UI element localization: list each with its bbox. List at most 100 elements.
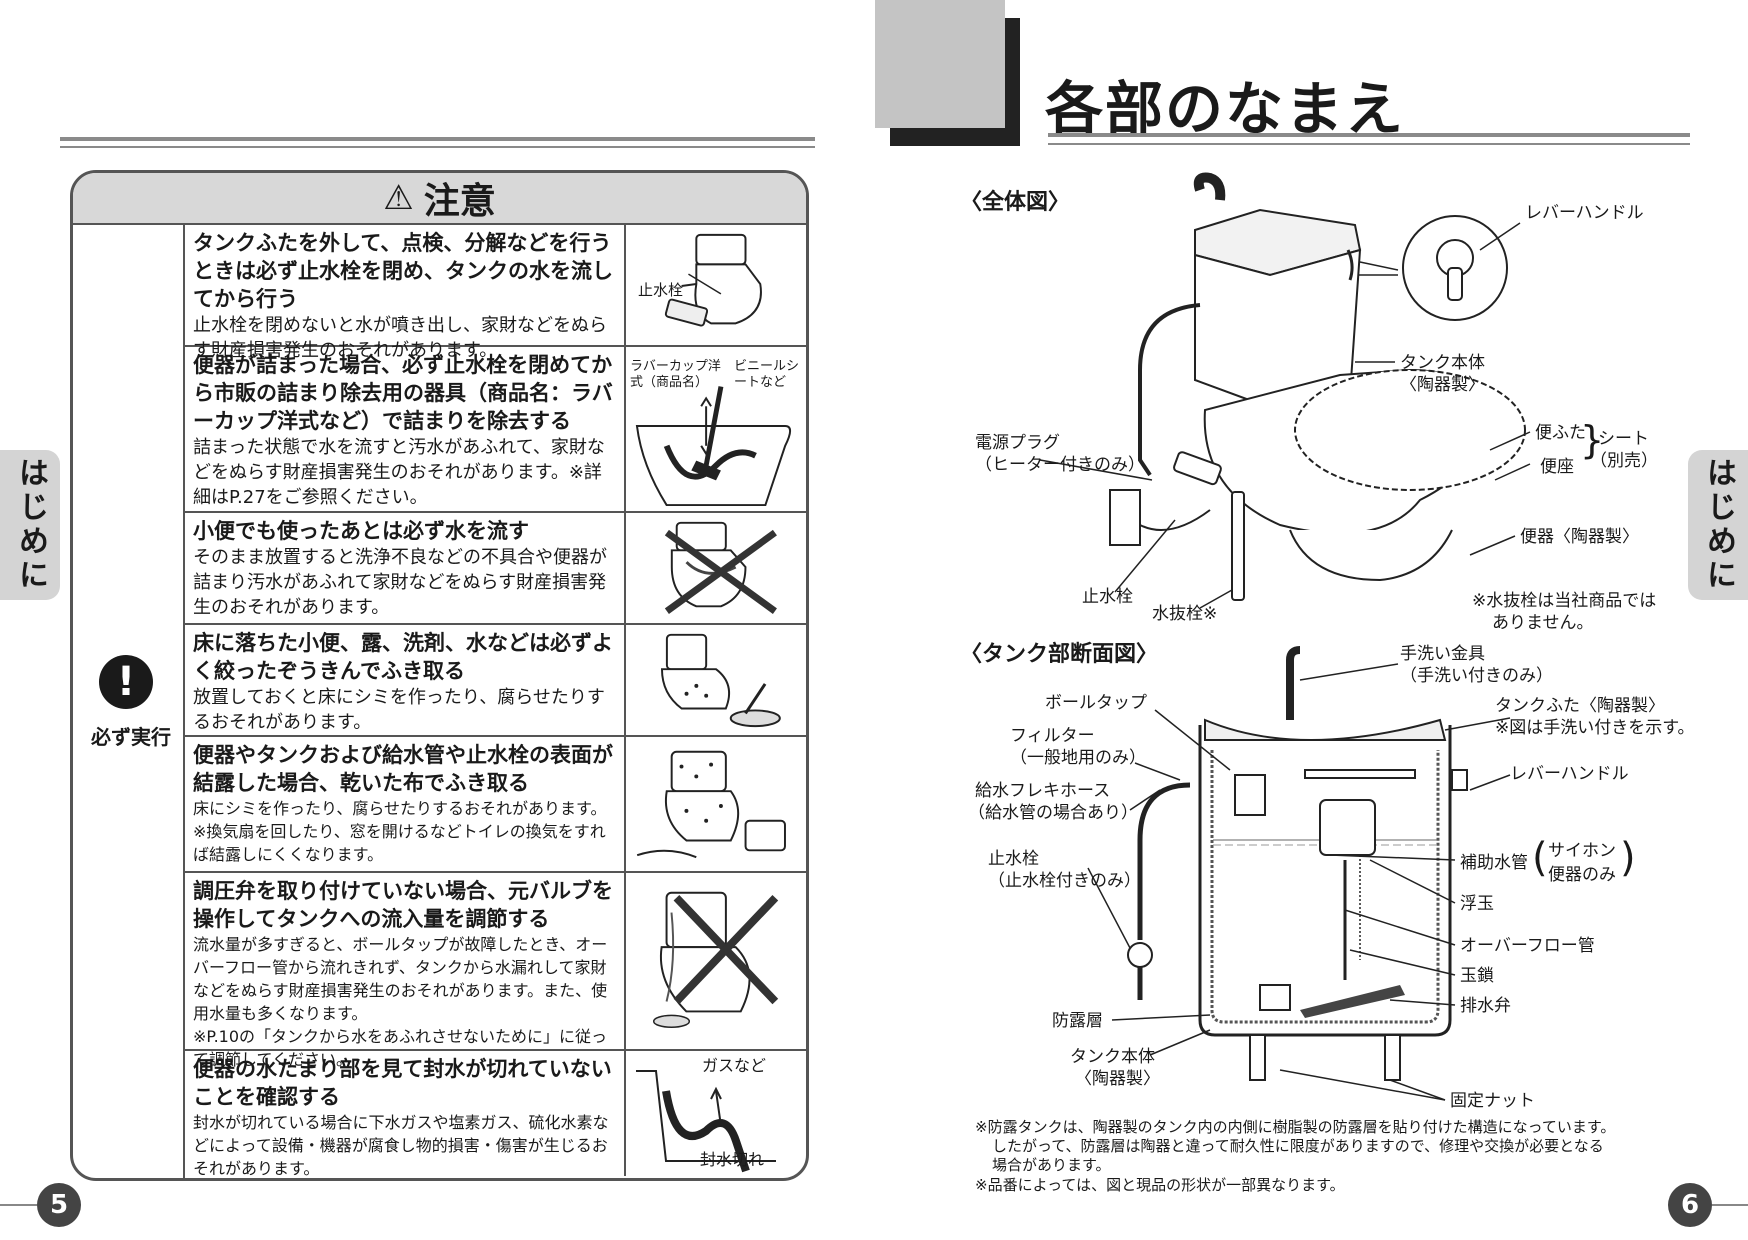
header-rule-top: [60, 137, 815, 141]
label-lever-handle: レバーハンドル: [1525, 203, 1644, 223]
label-tank-body-sub: 〈陶器製〉: [1400, 375, 1485, 395]
must-do-label: 必ず実行: [91, 725, 171, 749]
label-tank-lid: タンクふた〈陶器製〉: [1495, 696, 1665, 716]
row-heading: 便器の水たまり部を見て封水が切れていないことを確認する: [193, 1057, 612, 1109]
pic-label-stopcock: 止水栓: [638, 281, 684, 299]
page-number-left: 5: [37, 1183, 81, 1227]
side-tab-right: はじめに: [1688, 450, 1748, 600]
row-illustration: [624, 737, 806, 871]
label-power-plug-sub: （ヒーター付きのみ）: [975, 455, 1145, 475]
title-rule-bottom: [1048, 143, 1690, 145]
label-flapper: 排水弁: [1460, 996, 1511, 1016]
label-siphon-2: 便器のみ: [1548, 865, 1616, 885]
row-body: 床にシミを作ったり、腐らせたりするおそれがあります。: [193, 799, 607, 818]
label-seat-group-sub: （別売）: [1590, 451, 1658, 471]
footer-line-left: [0, 1204, 37, 1206]
row-body: 詰まった状態で水を流すと汚水があふれて、家財などをぬらす財産損害発生のおそれがあ…: [193, 437, 605, 508]
footnote-4: ※品番によっては、図と現品の形状が一部異なります。: [975, 1176, 1345, 1194]
label-seat: 便座: [1540, 457, 1574, 477]
row-body: 止水栓を閉めないと水が噴き出し、家財などをぬらす財産損害発生のおそれがあります。: [193, 315, 607, 361]
page-title: 各部のなまえ: [1045, 75, 1406, 143]
pic-label-plunger: ラバーカップ洋式（商品名）: [630, 359, 721, 390]
seat-brace: }: [1580, 418, 1605, 462]
toilet-overview-drawing: [1109, 172, 1526, 601]
row-body-note: ※換気扇を回したり、窓を開けるなどトイレの換気をすれば結露しにくくなります。: [193, 822, 606, 864]
label-tank-body-2-sub: 〈陶器製〉: [1075, 1069, 1160, 1089]
label-fixing-nut: 固定ナット: [1450, 1091, 1535, 1111]
tank-cross-section-drawing: [1127, 646, 1468, 1081]
row-illustration: ガスなど 封水切れ: [624, 1051, 806, 1176]
row-body: 封水が切れている場合に下水ガスや塩素ガス、硫化水素などによって設備・機器が腐食し…: [193, 1113, 609, 1178]
siphon-paren-close: ): [1620, 835, 1636, 881]
label-filter: フィルター: [1010, 726, 1095, 746]
row-illustration: 止水栓: [624, 225, 806, 345]
lever-handle-zoom: [1402, 215, 1508, 321]
header-rule-bottom: [60, 146, 815, 148]
label-float: 浮玉: [1460, 894, 1494, 914]
label-siphon-1: サイホン: [1548, 841, 1616, 861]
caution-row-7: 便器の水たまり部を見て封水が切れていないことを確認する 封水が切れている場合に下…: [185, 1051, 806, 1178]
footnote-2: したがって、防露層は陶器と違って耐久性に限度がありますので、修理や交換が必要とな…: [992, 1137, 1604, 1155]
label-supply-hose-sub: （給水管の場合あり）: [968, 803, 1138, 823]
footnote-1: ※防露タンクは、陶器製のタンク内の内側に樹脂製の防露層を貼り付けた構造になってい…: [975, 1118, 1616, 1136]
title-rule-top: [1048, 133, 1690, 137]
footer-line-right: [1712, 1204, 1748, 1206]
caution-row-4: 床に落ちた小便、露、洗剤、水などは必ずよく絞ったぞうきんでふき取る 放置しておく…: [185, 625, 806, 737]
row-illustration: [624, 625, 806, 735]
footnote-3: 場合があります。: [992, 1156, 1111, 1174]
label-faucet-sub: （手洗い付きのみ）: [1400, 666, 1553, 686]
side-tab-left: はじめに: [0, 450, 60, 600]
warning-triangle-icon: ⚠: [383, 178, 414, 218]
title-block: [875, 0, 1005, 128]
label-stopcock-2: 止水栓: [988, 849, 1039, 869]
label-faucet: 手洗い金具: [1400, 644, 1485, 664]
label-chain: 玉鎖: [1460, 966, 1494, 986]
label-bowl: 便器〈陶器製〉: [1520, 527, 1639, 547]
label-tank-body-2: タンク本体: [1070, 1047, 1155, 1067]
label-lid: 便ふた: [1535, 423, 1586, 443]
drain-note-line1: ※水抜栓は当社商品では: [1472, 591, 1657, 611]
row-heading: 便器やタンクおよび給水管や止水栓の表面が結露した場合、乾いた布でふき取る: [193, 743, 613, 795]
row-heading: 小便でも使ったあとは必ず水を流す: [193, 519, 529, 543]
label-seat-group: シート: [1598, 429, 1649, 449]
label-stopcock: 止水栓: [1082, 587, 1133, 607]
row-heading: タンクふたを外して、点検、分解などを行うときは必ず止水栓を閉め、タンクの水を流し…: [193, 231, 613, 311]
label-lever-handle-2: レバーハンドル: [1510, 764, 1629, 784]
row-heading: 調圧弁を取り付けていない場合、元バルブを操作してタンクへの流入量を調節する: [193, 879, 613, 931]
caution-row-5: 便器やタンクおよび給水管や止水栓の表面が結露した場合、乾いた布でふき取る 床にシ…: [185, 737, 806, 873]
caution-row-1: タンクふたを外して、点検、分解などを行うときは必ず止水栓を閉め、タンクの水を流し…: [185, 225, 806, 361]
label-drain: 水抜栓※: [1152, 604, 1218, 624]
section-tank-cross-section: 〈タンク部断面図〉: [960, 642, 1159, 667]
siphon-paren-open: (: [1532, 835, 1548, 881]
must-do-column: ! 必ず実行: [73, 225, 185, 1178]
page-number-right: 6: [1668, 1183, 1712, 1227]
row-body: 放置しておくと床にシミを作ったり、腐らせたりするおそれがあります。: [193, 687, 605, 733]
row-body: 流水量が多すぎると、ボールタップが故障したとき、オーバーフロー管から流れきれず、…: [193, 935, 608, 1023]
label-ball-tap: ボールタップ: [1045, 693, 1147, 713]
label-dew-layer: 防露層: [1052, 1011, 1103, 1031]
section-overview: 〈全体図〉: [960, 190, 1071, 215]
caution-row-3: 小便でも使ったあとは必ず水を流す そのまま放置すると洗浄不良などの不具合や便器が…: [185, 513, 806, 625]
label-tank-lid-sub: ※図は手洗い付きを示す。: [1495, 718, 1695, 738]
pic-label-sheet: ビニールシートなど: [734, 359, 800, 390]
label-overflow-pipe: オーバーフロー管: [1460, 936, 1595, 956]
label-supply-hose: 給水フレキホース: [975, 781, 1111, 801]
label-stopcock-2-sub: （止水栓付きのみ）: [988, 871, 1141, 891]
caution-box: ⚠ 注意 ! 必ず実行 タンクふたを外して、点検、分解などを行うときは必ず止水栓…: [70, 170, 809, 1181]
row-body-note: ※P.10の「タンクから水をあふれさせないために」に従って調節してください。: [193, 1027, 608, 1069]
row-heading: 床に落ちた小便、露、洗剤、水などは必ずよく絞ったぞうきんでふき取る: [193, 631, 613, 683]
label-tank-body: タンク本体: [1400, 353, 1485, 373]
label-aux-pipe: 補助水管: [1460, 853, 1528, 873]
row-heading: 便器が詰まった場合、必ず止水栓を閉めてから市販の詰まり除去用の器具（商品名：ラバ…: [193, 353, 613, 433]
exclamation-icon: !: [99, 655, 153, 709]
pic-label-seal-broken: 封水切れ: [700, 1150, 765, 1169]
caution-row-2: 便器が詰まった場合、必ず止水栓を閉めてから市販の詰まり除去用の器具（商品名：ラバ…: [185, 347, 806, 513]
label-filter-sub: （一般地用のみ）: [1010, 748, 1146, 768]
caution-header: ⚠ 注意: [73, 173, 806, 225]
row-body: そのまま放置すると洗浄不良などの不具合や便器が詰まり汚水があふれて家財などをぬら…: [193, 547, 607, 618]
pic-label-gas: ガスなど: [702, 1056, 767, 1075]
caution-title: 注意: [423, 181, 496, 222]
row-illustration: [624, 513, 806, 623]
row-illustration: ラバーカップ洋式（商品名） ビニールシートなど: [624, 347, 806, 511]
